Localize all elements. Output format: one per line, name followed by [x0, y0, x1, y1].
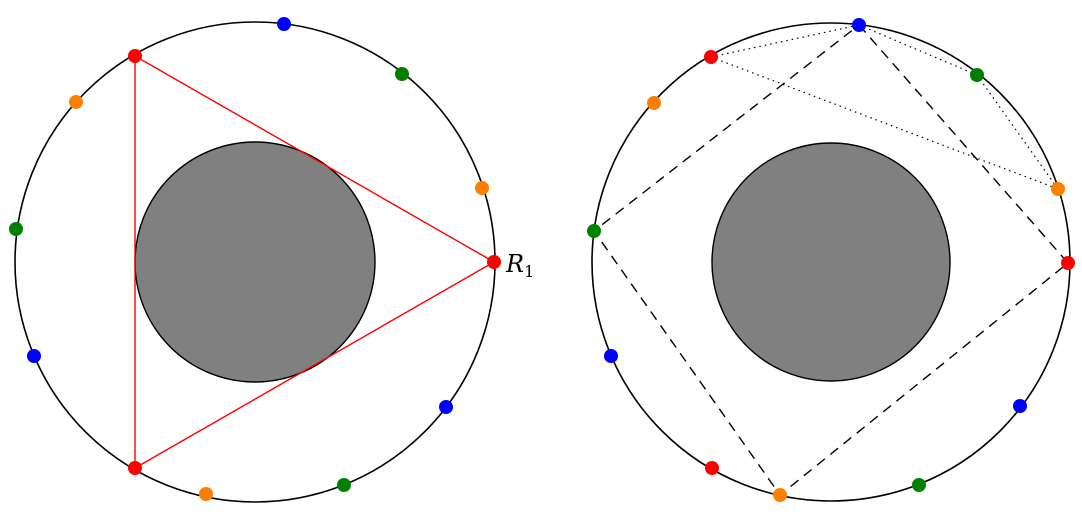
point-orange [199, 487, 213, 501]
points [9, 17, 501, 501]
point-blue [439, 400, 453, 414]
right-diagram [587, 18, 1075, 502]
obstacle-disk [711, 142, 951, 382]
point-red [487, 255, 501, 269]
points [587, 18, 1075, 502]
point-blue [1013, 399, 1027, 413]
dotted-polygon [710, 24, 1059, 190]
point-blue [852, 18, 866, 32]
point-red [705, 461, 719, 475]
point-blue [277, 17, 291, 31]
point-blue [604, 349, 618, 363]
point-green [9, 222, 23, 236]
point-red [704, 50, 718, 64]
point-blue [27, 349, 41, 363]
point-red [1061, 256, 1075, 270]
point-red [128, 49, 142, 63]
left-diagram: R1 [9, 17, 534, 503]
point-orange [1051, 182, 1065, 196]
point-green [587, 224, 601, 238]
point-green [970, 68, 984, 82]
point-green [912, 478, 926, 492]
point-orange [773, 488, 787, 502]
point-orange [69, 95, 83, 109]
point-green [395, 67, 409, 81]
point-red [128, 461, 142, 475]
point-orange [647, 96, 661, 110]
point-green [337, 478, 351, 492]
obstacle-disk [134, 141, 376, 383]
red-triangle [134, 54, 496, 470]
point-orange [475, 181, 489, 195]
point-label-r1: R1 [505, 250, 534, 281]
